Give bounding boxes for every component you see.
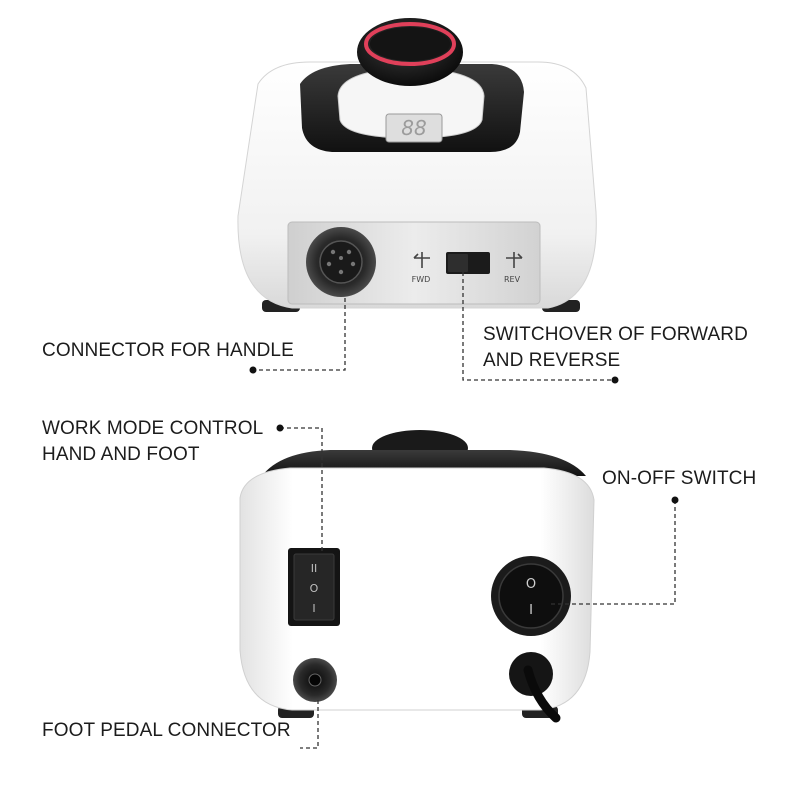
mode-mark-ii: II (311, 562, 318, 575)
callout-connector-for-handle-text: CONNECTOR FOR HANDLE (42, 340, 294, 361)
mode-mark-o: O (310, 582, 319, 595)
callout-on-off-switch-text: ON-OFF SWITCH (602, 468, 757, 489)
leader-dot (276, 424, 284, 432)
work-mode-switch-face (293, 553, 335, 621)
knob-cap (370, 27, 450, 61)
callout-switchover: SWITCHOVER OF FORWARD AND REVERSE (483, 322, 748, 374)
leader-switchover (462, 272, 615, 381)
rev-label: REV (504, 275, 521, 284)
callout-switchover-line2: AND REVERSE (483, 350, 621, 371)
led-display-readout: 88 (401, 116, 426, 140)
leader-lines (253, 272, 676, 749)
power-mark-on: I (529, 603, 533, 618)
callout-on-off-switch: ON-OFF SWITCH (602, 466, 756, 492)
fwd-label: FWD (412, 275, 431, 284)
callout-foot-pedal-connector-text: FOOT PEDAL CONNECTOR (42, 720, 291, 741)
foot-pedal-jack-pin (308, 673, 322, 687)
power-switch[interactable] (498, 563, 564, 629)
callout-work-mode-line2: HAND AND FOOT (42, 444, 200, 465)
mode-mark-i: I (312, 602, 315, 615)
power-mark-off: O (526, 577, 536, 592)
callout-work-mode: WORK MODE CONTROL HAND AND FOOT (42, 416, 263, 468)
callout-foot-pedal-connector: FOOT PEDAL CONNECTOR (42, 718, 291, 744)
callout-work-mode-line1: WORK MODE CONTROL (42, 418, 264, 439)
leader-dot (671, 496, 679, 504)
leader-dots (249, 366, 679, 504)
leader-work-mode (280, 427, 323, 552)
power-cord (523, 665, 561, 723)
leader-foot-pedal (300, 700, 319, 749)
device-body (239, 467, 595, 711)
handle-connector-inner (319, 240, 363, 284)
leader-dot (611, 376, 619, 384)
rev-icon (506, 252, 523, 268)
leader-connector-handle (253, 298, 346, 371)
knob-accent-ring (364, 22, 456, 66)
handle-connector-pins (326, 249, 356, 275)
led-display (385, 113, 443, 143)
device-side-view: II O I O I (239, 430, 595, 723)
callout-switchover-line1: SWITCHOVER OF FORWARD (483, 324, 748, 345)
callout-connector-for-handle: CONNECTOR FOR HANDLE (42, 338, 294, 364)
slide-switch-knob (448, 254, 468, 272)
leader-dot (249, 366, 257, 374)
device-top-view: 88 FWD REV (237, 18, 597, 312)
fwd-icon (413, 252, 430, 268)
